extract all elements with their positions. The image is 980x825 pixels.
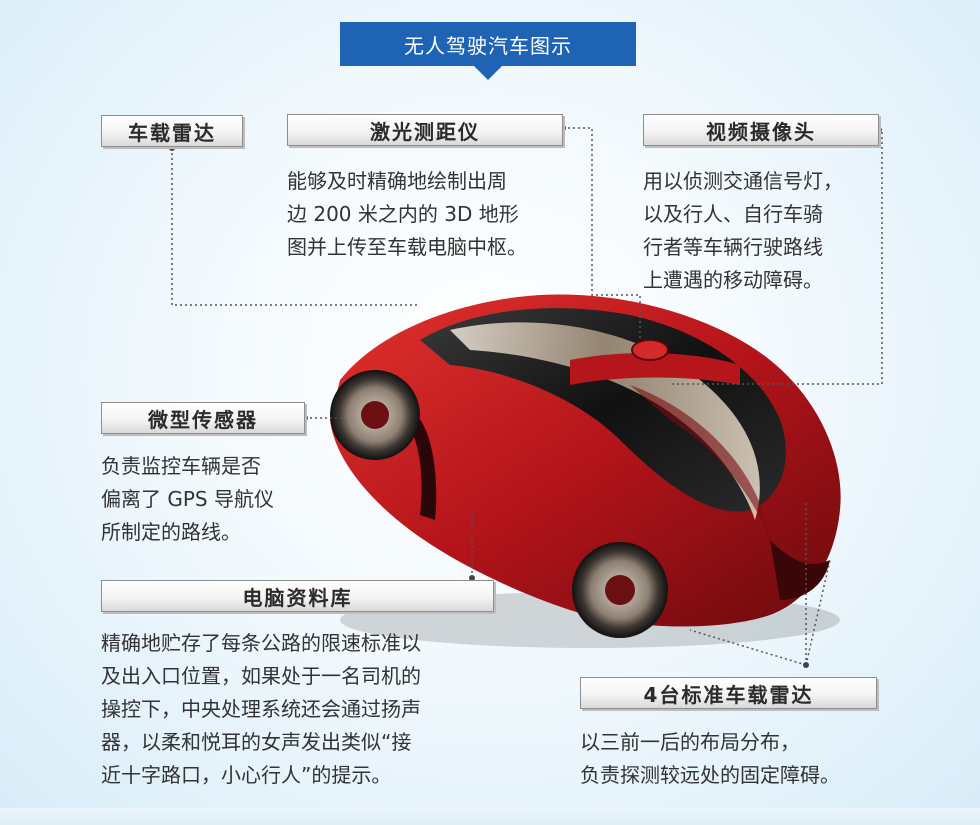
micro-sensor-description: 负责监控车辆是否 偏离了 GPS 导航仪 所制定的路线。	[101, 450, 274, 549]
camera-desc-line: 用以侦测交通信号灯，	[643, 169, 843, 193]
computer-db-desc-line: 操控下，中央处理系统还会通过扬声	[101, 697, 421, 721]
four-radar-connector-2	[805, 559, 831, 666]
micro-sensor-desc-line: 偏离了 GPS 导航仪	[101, 487, 274, 511]
rear-wheel-hub	[361, 401, 389, 429]
car-side-vent	[400, 410, 437, 520]
camera-label: 视频摄像头	[643, 114, 879, 146]
micro-sensor-desc-line: 负责监控车辆是否	[101, 454, 261, 478]
four-radar-desc-line: 负责探测较远处的固定障碍。	[580, 763, 840, 787]
four-radar-description: 以三前一后的布局分布， 负责探测较远处的固定障碍。	[580, 726, 840, 792]
car-grille	[770, 540, 830, 600]
car-roof-bar	[570, 353, 740, 385]
camera-desc-line: 行者等车辆行驶路线	[643, 235, 823, 259]
radar-connector	[171, 148, 420, 306]
bottom-band	[0, 808, 980, 825]
lidar-desc-line: 能够及时精确地绘制出周	[287, 169, 507, 193]
camera-desc-line: 上遭遇的移动障碍。	[643, 268, 823, 292]
computer-db-description: 精确地贮存了每条公路的限速标准以 及出入口位置，如果处于一名司机的 操控下，中央…	[101, 627, 421, 792]
computer-db-dot	[469, 575, 475, 581]
four-radar-label: 4台标准车载雷达	[580, 677, 877, 709]
computer-db-desc-line: 近十字路口，小心行人”的提示。	[101, 763, 392, 787]
lidar-description: 能够及时精确地绘制出周 边 200 米之内的 3D 地形 图并上传至车载电脑中枢…	[287, 165, 527, 264]
lidar-connector	[563, 127, 641, 340]
radar-label: 车载雷达	[101, 115, 243, 147]
lidar-desc-line: 图并上传至车载电脑中枢。	[287, 235, 527, 259]
computer-db-desc-line: 器，以柔和悦耳的女声发出类似“接	[101, 730, 412, 754]
camera-description: 用以侦测交通信号灯， 以及行人、自行车骑 行者等车辆行驶路线 上遭遇的移动障碍。	[643, 165, 843, 297]
computer-db-desc-line: 及出入口位置，如果处于一名司机的	[101, 664, 421, 688]
four-radar-dot	[803, 662, 809, 668]
computer-db-desc-line: 精确地贮存了每条公路的限速标准以	[101, 631, 421, 655]
lidar-desc-line: 边 200 米之内的 3D 地形	[287, 202, 519, 226]
micro-sensor-label: 微型传感器	[101, 402, 305, 434]
title-banner: 无人驾驶汽车图示	[340, 22, 636, 80]
lidar-label: 激光测距仪	[287, 114, 563, 146]
computer-db-label: 电脑资料库	[101, 580, 494, 612]
front-wheel-hub	[605, 575, 635, 605]
four-radar-desc-line: 以三前一后的布局分布，	[580, 730, 800, 754]
micro-sensor-desc-line: 所制定的路线。	[101, 520, 241, 544]
four-radar-connector-3	[689, 629, 807, 666]
camera-desc-line: 以及行人、自行车骑	[643, 202, 823, 226]
roof-camera-icon	[631, 339, 669, 361]
